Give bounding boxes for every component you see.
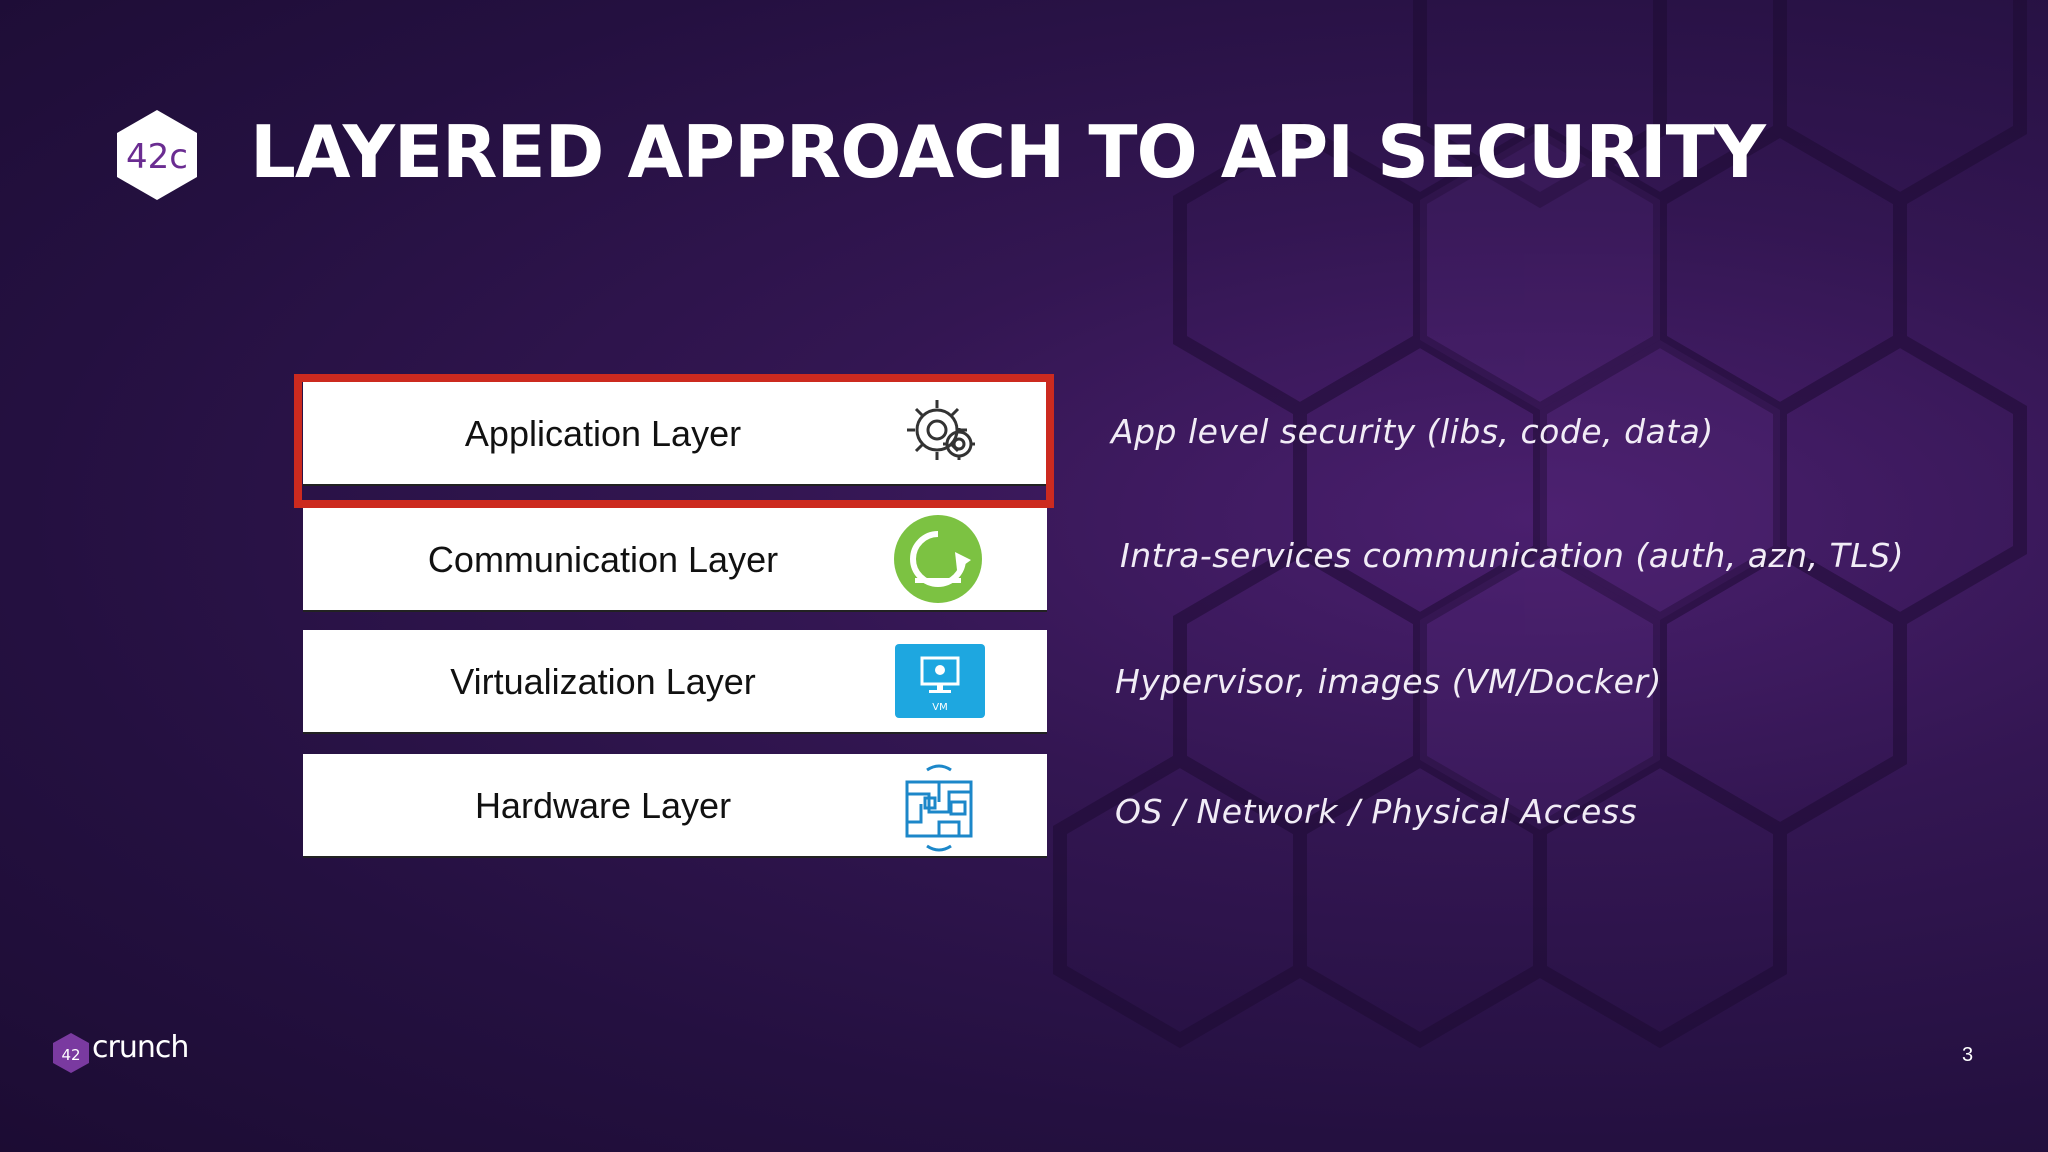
layer-description: App level security (libs, code, data)	[1111, 412, 1714, 451]
cycle-arrow-icon	[894, 515, 982, 603]
layer-label: Hardware Layer	[474, 785, 732, 826]
brand-mark-text: 42	[61, 1046, 80, 1064]
brand-name: crunch	[92, 1030, 189, 1065]
layer-application: Application Layer	[303, 382, 1047, 486]
footer-brand-logo: 42 crunch	[52, 1030, 192, 1080]
layer-label: Virtualization Layer	[450, 661, 756, 702]
layer-description: Intra-services communication (auth, azn,…	[1120, 536, 1905, 575]
vm-badge-text: VM	[932, 702, 947, 713]
circuit-board-icon	[905, 764, 973, 852]
layer-virtualization: Virtualization Layer VM	[303, 630, 1047, 734]
layer-description: Hypervisor, images (VM/Docker)	[1115, 662, 1662, 701]
highlight-frame	[294, 374, 1054, 508]
layer-label: Communication Layer	[427, 539, 779, 580]
page-number: 3	[1962, 1044, 1974, 1066]
page-title: LAYERED APPROACH TO API SECURITY	[250, 110, 1766, 194]
layer-label: Application Layer	[464, 413, 742, 454]
layer-hardware: Hardware Layer	[303, 754, 1047, 858]
layer-communication: Communication Layer	[303, 508, 1047, 612]
42crunch-mark-icon: 42	[53, 1033, 89, 1073]
logo-text: 42c	[126, 137, 188, 177]
layer-description: OS / Network / Physical Access	[1115, 792, 1638, 831]
vm-monitor-icon: VM	[895, 644, 985, 718]
gear-icon	[907, 400, 975, 460]
42c-logo: 42c	[117, 110, 197, 200]
